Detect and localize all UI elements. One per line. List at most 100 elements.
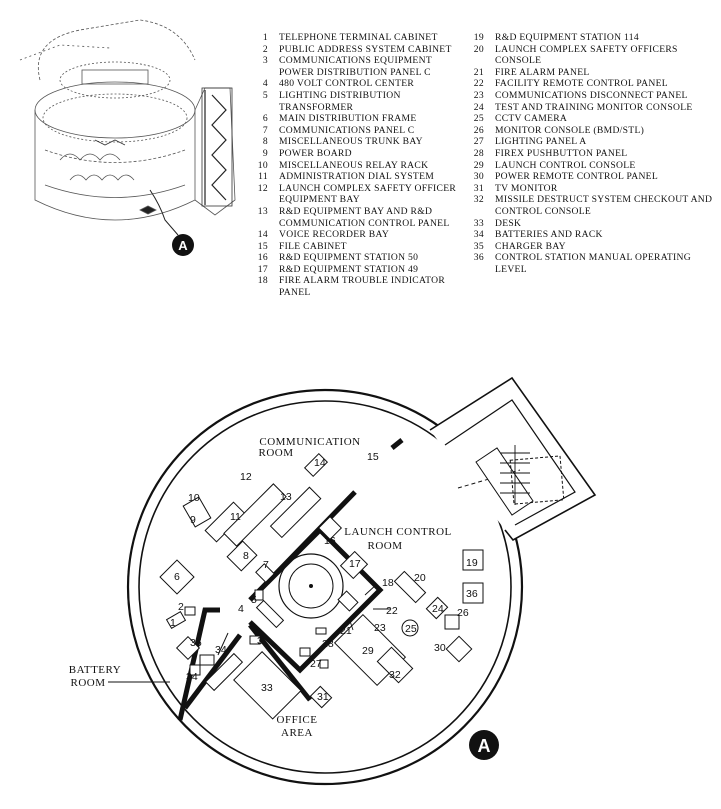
legend-item-label: CHARGER BAY bbox=[495, 240, 566, 252]
svg-text:18: 18 bbox=[382, 577, 394, 589]
legend-item-number: 2 bbox=[262, 43, 268, 55]
legend-item: 5 LIGHTING DISTRIBUTION TRANSFORMER bbox=[252, 90, 467, 113]
legend-item-number: 1 bbox=[262, 32, 268, 43]
legend-item-number: 7 bbox=[262, 124, 268, 136]
svg-text:9: 9 bbox=[190, 514, 196, 526]
legend-item-number: 24 bbox=[473, 101, 484, 113]
room-label-launch-1: LAUNCH CONTROL bbox=[344, 526, 452, 538]
svg-text:16: 16 bbox=[324, 535, 336, 547]
outer-wall bbox=[126, 388, 524, 786]
room-label-communication-1: COMMUNICATION bbox=[259, 436, 360, 448]
stair-treads bbox=[500, 445, 530, 505]
callout-a-badge-small bbox=[172, 234, 194, 256]
stair-tunnel bbox=[429, 376, 597, 542]
svg-text:12: 12 bbox=[240, 471, 252, 483]
legend-item-label: LAUNCH COMPLEX SAFETY OFFICER EQUIPMENT … bbox=[279, 182, 457, 206]
svg-text:23: 23 bbox=[374, 622, 386, 634]
svg-text:21: 21 bbox=[340, 625, 352, 637]
legend-item-number: 29 bbox=[473, 159, 484, 171]
legend-item: 7 COMMUNICATIONS PANEL C bbox=[252, 125, 467, 137]
svg-text:17: 17 bbox=[349, 558, 361, 570]
legend-item-label: COMMUNICATIONS DISCONNECT PANEL bbox=[495, 89, 688, 101]
svg-text:6: 6 bbox=[174, 571, 180, 583]
room-label-office-1: OFFICE bbox=[277, 714, 318, 726]
svg-text:19: 19 bbox=[466, 557, 478, 569]
legend-item-number: 33 bbox=[473, 217, 484, 229]
svg-text:1: 1 bbox=[170, 617, 176, 629]
legend-item-label: COMMUNICATIONS PANEL C bbox=[279, 124, 415, 136]
legend-item-number: 23 bbox=[473, 89, 484, 101]
inner-wall bbox=[138, 400, 512, 774]
legend-item-number: 13 bbox=[257, 205, 268, 217]
legend-item-label: CCTV CAMERA bbox=[495, 113, 568, 125]
svg-text:31: 31 bbox=[317, 691, 329, 703]
svg-text:34: 34 bbox=[186, 671, 198, 683]
legend-item: 17 R&D EQUIPMENT STATION 49 bbox=[252, 264, 467, 276]
svg-text:11: 11 bbox=[230, 511, 241, 523]
svg-text:36: 36 bbox=[466, 588, 478, 600]
legend-item-label: LAUNCH COMPLEX SAFETY OFFICERS CONSOLE bbox=[495, 43, 678, 67]
legend-item-label: POWER BOARD bbox=[279, 147, 352, 159]
legend-item-number: 3 bbox=[262, 55, 268, 67]
legend-item-label: VOICE RECORDER BAY bbox=[279, 229, 390, 241]
legend-item-label: CONTROL STATION MANUAL OPERATING LEVEL bbox=[495, 252, 691, 275]
legend-item-number: 5 bbox=[262, 89, 268, 101]
legend-item-label: LIGHTING PANEL A bbox=[495, 136, 587, 148]
legend-item-number: 17 bbox=[257, 263, 268, 275]
room-label-office-2: AREA bbox=[281, 727, 313, 739]
room-label-communication-2: ROOM bbox=[258, 447, 293, 459]
legend-item-label: ADMINISTRATION DIAL SYSTEM bbox=[279, 171, 435, 183]
legend-item-label: POWER REMOTE CONTROL PANEL bbox=[495, 171, 658, 183]
legend-item-number: 6 bbox=[262, 113, 268, 125]
legend-item-number: 25 bbox=[473, 113, 484, 125]
legend-item-label: MISCELLANEOUS TRUNK BAY bbox=[279, 136, 423, 148]
svg-text:32: 32 bbox=[389, 669, 401, 681]
legend-item: 21 FIRE ALARM PANEL bbox=[468, 67, 718, 79]
svg-text:10: 10 bbox=[188, 492, 200, 504]
legend-item-label: R&D EQUIPMENT STATION 50 bbox=[279, 252, 419, 264]
legend-item-label: R&D EQUIPMENT BAY AND R&D COMMUNICATION … bbox=[279, 205, 450, 229]
legend-item-label: TV MONITOR bbox=[495, 182, 558, 194]
legend-item-label: FACILITY REMOTE CONTROL PANEL bbox=[495, 78, 668, 90]
legend-item-label: FIRE ALARM PANEL bbox=[495, 66, 590, 78]
svg-text:26: 26 bbox=[457, 607, 469, 619]
legend-item-number: 30 bbox=[473, 171, 484, 183]
isometric-cutaway-view: A bbox=[19, 19, 236, 256]
svg-text:27: 27 bbox=[310, 658, 322, 670]
legend-item-label: FILE CABINET bbox=[279, 240, 347, 252]
svg-text:13: 13 bbox=[280, 491, 292, 503]
svg-text:33: 33 bbox=[261, 682, 273, 694]
legend-item-label: MISSILE DESTRUCT SYSTEM CHECKOUT AND CON… bbox=[495, 194, 713, 217]
svg-text:25: 25 bbox=[405, 623, 417, 635]
legend-item-number: 36 bbox=[473, 252, 484, 264]
legend-item-number: 14 bbox=[257, 229, 268, 241]
legend-item-number: 21 bbox=[473, 66, 484, 78]
legend-item-label: MISCELLANEOUS RELAY RACK bbox=[279, 159, 429, 171]
legend-item-label: LAUNCH CONTROL CONSOLE bbox=[495, 159, 636, 171]
legend-item-label: R&D EQUIPMENT STATION 49 bbox=[279, 263, 419, 275]
legend-item-label: LIGHTING DISTRIBUTION TRANSFORMER bbox=[279, 89, 401, 113]
legend-item: 25 CCTV CAMERA bbox=[468, 113, 718, 125]
legend-item: 36 CONTROL STATION MANUAL OPERATING LEVEL bbox=[468, 252, 718, 275]
legend-item-number: 10 bbox=[257, 159, 268, 171]
